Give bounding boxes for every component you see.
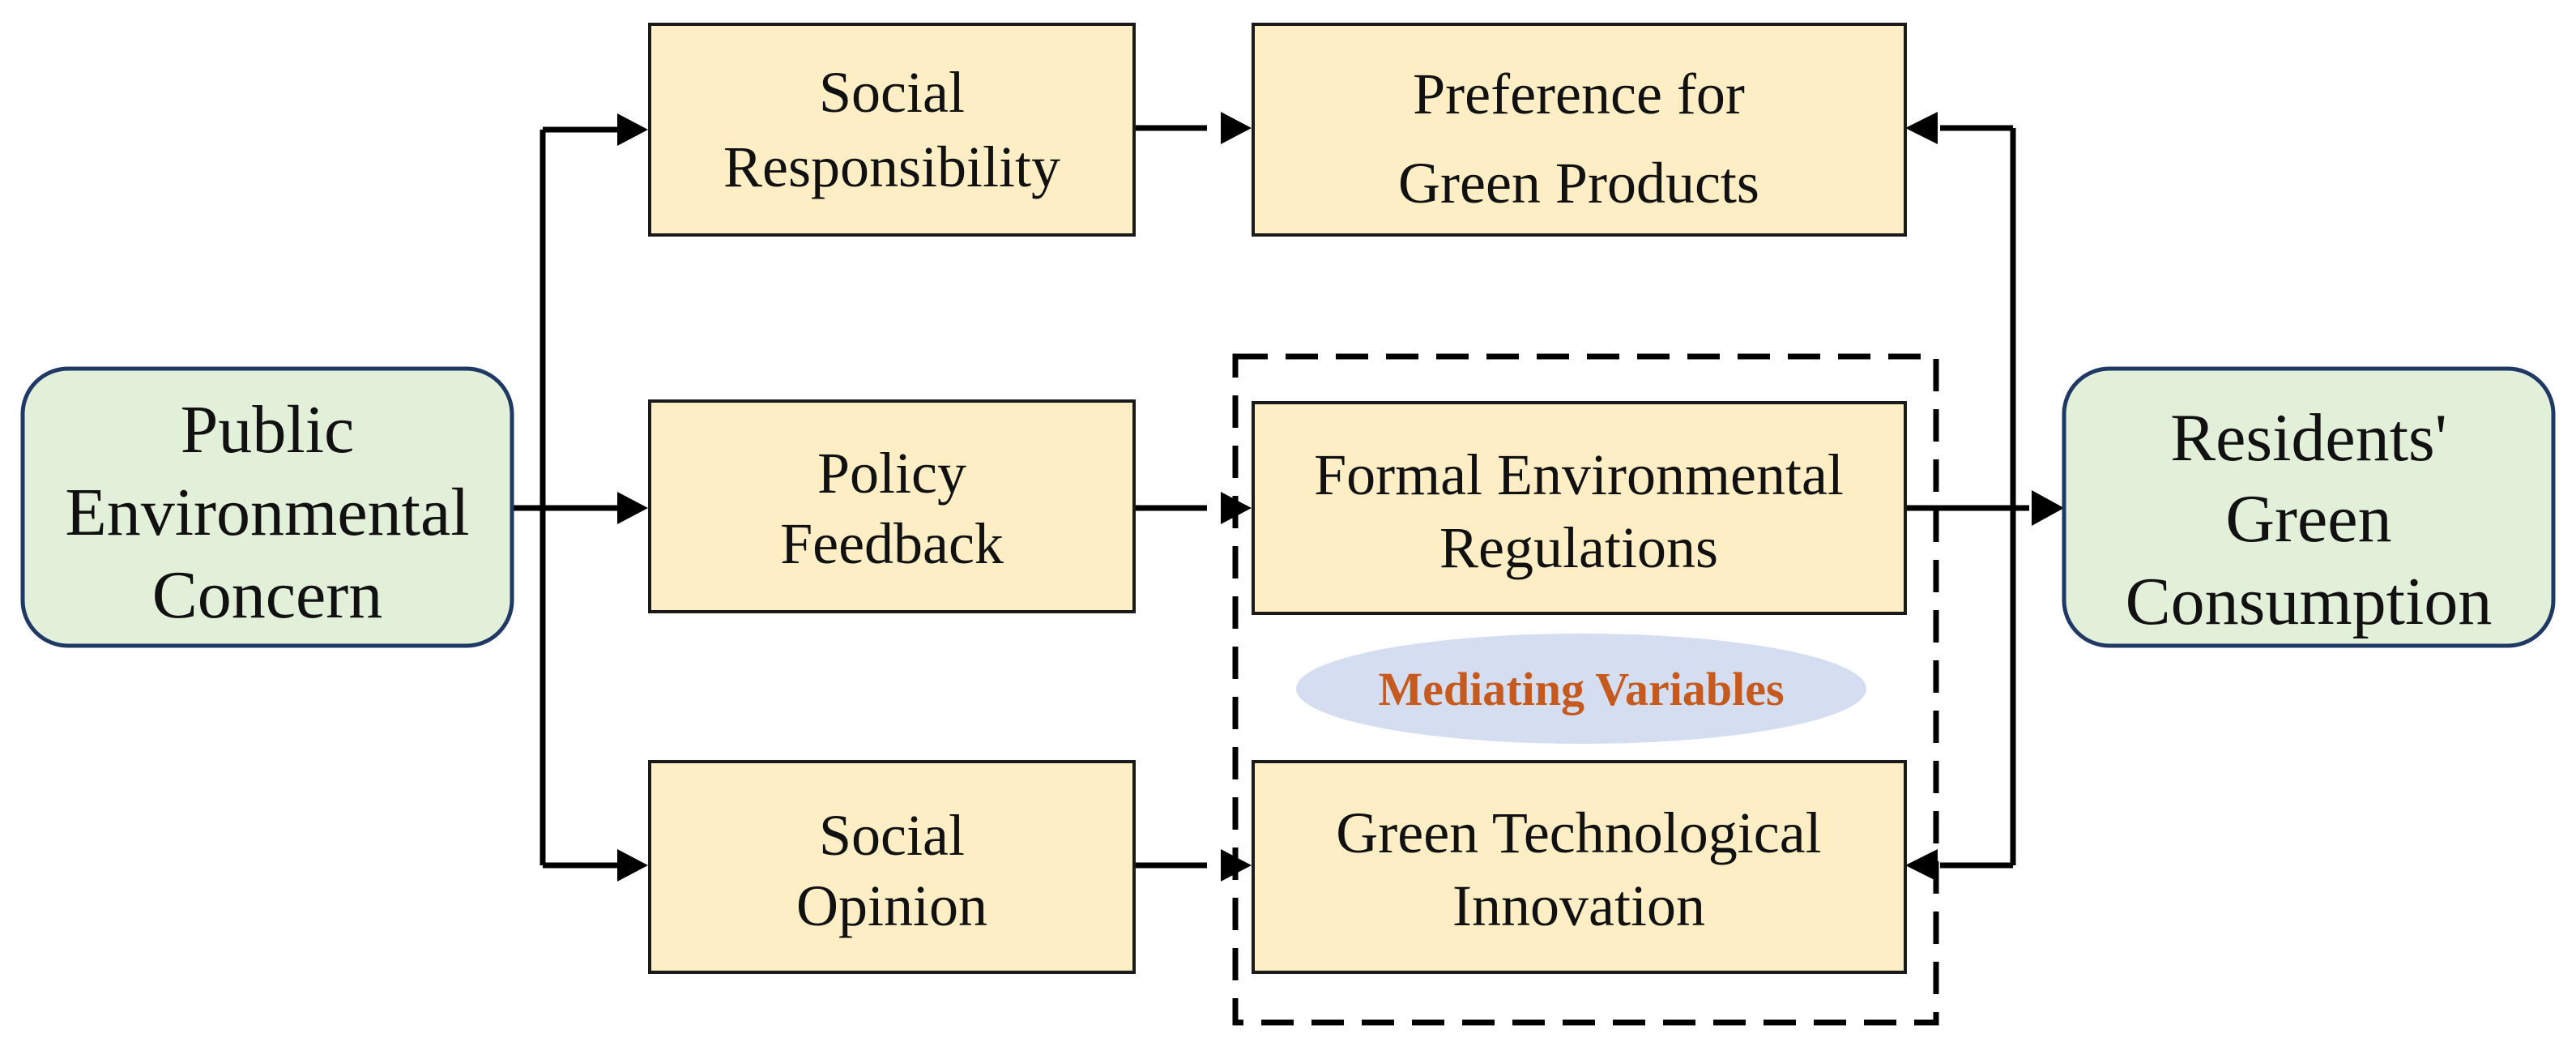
social-opinion-node: Social Opinion bbox=[648, 760, 1136, 974]
arrow-to-formal-regulations bbox=[1221, 492, 1252, 524]
arrow-to-preference bbox=[1221, 112, 1252, 144]
channel-1-line-1: Social bbox=[819, 60, 965, 125]
arrow-back-to-preference bbox=[1905, 112, 1938, 144]
arrow-to-social-responsibility bbox=[617, 113, 648, 146]
formal-environmental-regulations-node: Formal Environmental Regulations bbox=[1252, 401, 1907, 615]
residents-green-consumption-node: Residents' Green Consumption bbox=[2062, 366, 2556, 648]
policy-feedback-node: Policy Feedback bbox=[648, 399, 1136, 613]
outcome-2-line-1: Formal Environmental bbox=[1314, 442, 1844, 507]
mediating-oval bbox=[1296, 634, 1866, 744]
channel-2-line-1: Policy bbox=[817, 441, 966, 506]
arrow-to-social-opinion bbox=[617, 849, 648, 882]
outcome-1-line-1: Preference for bbox=[1413, 62, 1745, 126]
preference-green-products-node: Preference for Green Products bbox=[1252, 23, 1907, 237]
mediating-variables-label: Mediating Variables bbox=[1378, 663, 1784, 715]
mediating-variables-group bbox=[1232, 353, 1939, 1026]
source-line-3: Concern bbox=[152, 557, 383, 633]
target-line-1: Residents' bbox=[2170, 400, 2447, 476]
arrowheads bbox=[617, 112, 2064, 882]
public-environmental-concern-node: Public Environmental Concern bbox=[20, 366, 514, 648]
arrow-to-green-innovation bbox=[1221, 849, 1252, 882]
source-line-2: Environmental bbox=[65, 475, 469, 550]
target-line-3: Consumption bbox=[2126, 564, 2493, 639]
connectors bbox=[512, 125, 2029, 869]
outcome-2-line-2: Regulations bbox=[1439, 515, 1718, 580]
outcome-3-line-2: Innovation bbox=[1452, 873, 1705, 938]
channel-2-line-2: Feedback bbox=[780, 511, 1004, 576]
arrow-back-to-innovation bbox=[1905, 849, 1938, 882]
source-line-1: Public bbox=[181, 392, 355, 467]
outcome-3-line-1: Green Technological bbox=[1336, 801, 1821, 865]
channel-1-line-2: Responsibility bbox=[723, 134, 1060, 199]
mediating-variables-badge: Mediating Variables bbox=[1296, 634, 1866, 744]
channel-3-line-2: Opinion bbox=[796, 873, 987, 938]
target-line-2: Green bbox=[2225, 481, 2391, 557]
arrow-to-policy-feedback bbox=[617, 492, 648, 524]
arrow-to-residents bbox=[2032, 490, 2064, 526]
channel-3-line-1: Social bbox=[819, 803, 965, 868]
outcome-1-line-2: Green Products bbox=[1398, 151, 1759, 216]
social-responsibility-node: Social Responsibility bbox=[648, 23, 1136, 237]
green-technological-innovation-node: Green Technological Innovation bbox=[1252, 760, 1907, 974]
